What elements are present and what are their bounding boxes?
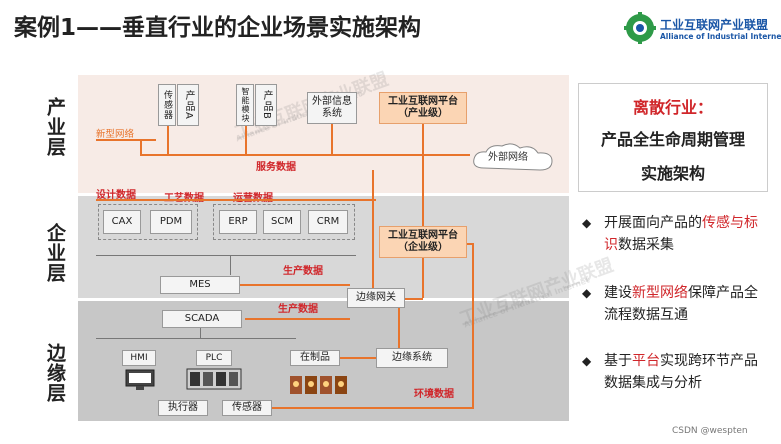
right-summary-panel [578, 83, 768, 192]
product-a-box: 产品A [177, 84, 199, 126]
connector-line [340, 357, 376, 359]
production-data-line [240, 284, 350, 286]
mes-box: MES [160, 276, 240, 294]
edge-gateway-box: 边缘网关 [347, 288, 405, 308]
bullet-text-post: 保障产品全流程数据互通 [604, 285, 758, 323]
sensor-box-edge: 传感器 [222, 400, 272, 416]
bullet-marker: ◆ [582, 216, 592, 230]
bullet-text-highlight: 传感与标识 [604, 215, 758, 253]
wip-box: 在制品 [290, 350, 340, 366]
bullet-text-post: 数据采集 [618, 237, 674, 253]
bullet-marker: ◆ [582, 354, 592, 368]
connector-line [167, 126, 169, 154]
hmi-box: HMI [122, 350, 156, 366]
bullet-item-2: ◆ 建设新型网络保障产品全流程数据互通 [582, 282, 767, 328]
layer-label-edge: 边缘层 [44, 343, 66, 403]
logo-text-en: Alliance of Industrial Internet [660, 32, 781, 41]
enterprise-data-bus [96, 199, 376, 201]
bullet-text-highlight: 新型网络 [632, 285, 688, 301]
ext-info-system-box: 外部信息系统 [307, 92, 357, 124]
connector-line [140, 139, 142, 155]
plc-rack-icon [186, 368, 242, 390]
env-data-label: 环境数据 [414, 389, 454, 400]
product-b-box: 产品B [255, 84, 277, 126]
connector-line [398, 308, 400, 348]
footer-credit: CSDN @wespten [672, 426, 748, 436]
connector-line [405, 298, 423, 300]
bullet-marker: ◆ [582, 286, 592, 300]
pdm-box: PDM [150, 210, 192, 234]
edge-internal-bus [96, 338, 296, 339]
connector-line [331, 124, 333, 154]
ops-data-label: 运营数据 [233, 189, 273, 204]
bullet-text: 基于平台实现跨环节产品数据集成与分析 [604, 350, 769, 394]
connector-line [472, 243, 474, 409]
connector-line [245, 126, 247, 154]
page-title: 案例1——垂直行业的企业场景实施架构 [14, 15, 422, 41]
erp-box: ERP [219, 210, 257, 234]
right-panel-subtitle: 产品全生命周期管理 [600, 130, 745, 149]
platform-industry-box: 工业互联网平台（产业级） [379, 92, 467, 124]
cloud-icon [473, 143, 553, 171]
bullet-text: 开展面向产品的传感与标识数据采集 [604, 212, 769, 256]
plc-box: PLC [196, 350, 232, 366]
actuator-box: 执行器 [158, 400, 208, 416]
scm-box: SCM [263, 210, 301, 234]
bullet-text-pre: 建设 [604, 285, 632, 301]
production-data-label-1: 生产数据 [283, 266, 323, 277]
platform-enterprise-box: 工业互联网平台（企业级） [379, 226, 467, 258]
scada-box: SCADA [162, 310, 242, 328]
smart-module-box: 智能模块 [236, 84, 254, 126]
hmi-monitor-icon [125, 369, 155, 390]
production-data-label-2: 生产数据 [278, 304, 318, 315]
design-systems-group [98, 204, 198, 240]
bullet-item-3: ◆ 基于平台实现跨环节产品数据集成与分析 [582, 350, 767, 396]
ops-systems-group [213, 204, 355, 240]
ext-network-label: 外部网络 [488, 152, 528, 163]
bullet-text-post: 实现跨环节产品数据集成与分析 [604, 353, 758, 391]
connector-line [230, 255, 231, 275]
edge-system-box: 边缘系统 [376, 348, 448, 368]
aii-logo-icon [624, 12, 656, 44]
design-data-label: 设计数据 [96, 190, 136, 201]
connector-line [200, 328, 201, 338]
bullet-text-pre: 开展面向产品的 [604, 215, 702, 231]
crm-box: CRM [308, 210, 348, 234]
logo-text-cn: 工业互联网产业联盟 [660, 18, 769, 32]
bullet-text-pre: 基于 [604, 353, 632, 369]
bullet-text-highlight: 平台 [632, 353, 660, 369]
sensor-box-industry: 传感器 [158, 84, 176, 126]
layer-label-enterprise: 企业层 [44, 223, 66, 283]
process-data-label: 工艺数据 [164, 189, 204, 204]
enterprise-internal-bus [96, 255, 356, 256]
wip-products-icon [290, 376, 347, 394]
connector-line [467, 243, 473, 245]
right-panel-subtitle-2: 实施架构 [640, 164, 705, 183]
connector-line [422, 258, 424, 298]
service-data-label: 服务数据 [256, 162, 296, 173]
service-bus-line [140, 154, 470, 156]
connector-line [245, 318, 350, 320]
new-network-line [96, 139, 156, 141]
bullet-item-1: ◆ 开展面向产品的传感与标识数据采集 [582, 212, 767, 258]
layer-label-industry: 产业层 [44, 97, 66, 157]
right-panel-title: 离散行业： [632, 98, 713, 117]
connector-line [372, 170, 374, 288]
bullet-text: 建设新型网络保障产品全流程数据互通 [604, 282, 769, 326]
cax-box: CAX [103, 210, 141, 234]
connector-line [422, 124, 424, 234]
new-network-label: 新型网络 [96, 129, 135, 140]
env-data-line [272, 407, 472, 409]
